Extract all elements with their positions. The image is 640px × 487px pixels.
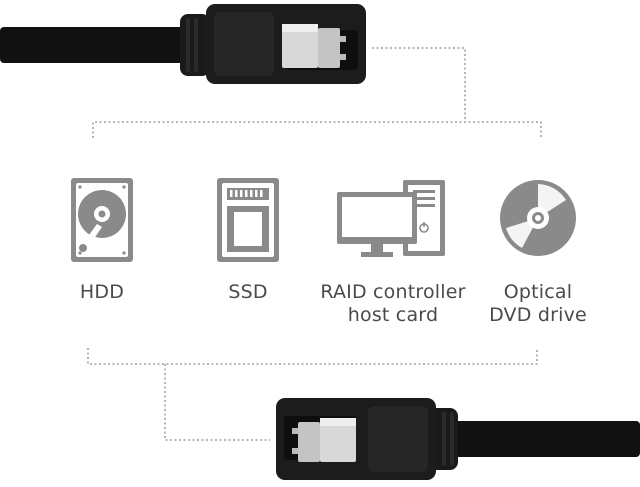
- hard-disk-drive-icon: [71, 178, 133, 262]
- top-latch-clip: [282, 24, 346, 68]
- hdd-label-line-1: HDD: [79, 281, 125, 303]
- desktop-computer-icon: [337, 180, 445, 257]
- hdd-label: HDD: [52, 281, 152, 304]
- ssd-label: SSD: [198, 281, 298, 304]
- ssd-label-line-1: SSD: [228, 281, 268, 303]
- raid-label-line-2: host card: [347, 304, 439, 326]
- optical-disc-icon: [500, 180, 576, 256]
- bottom-sata-cable: [276, 398, 640, 480]
- top-sata-cable: [0, 4, 366, 84]
- bottom-latch-clip: [292, 418, 356, 462]
- optical-label: Optical DVD drive: [478, 281, 598, 327]
- raid-label: RAID controller host card: [313, 281, 473, 327]
- optical-label-line-1: Optical: [503, 281, 573, 303]
- raid-label-line-1: RAID controller: [320, 281, 466, 303]
- solid-state-drive-icon: [217, 178, 279, 262]
- optical-label-line-2: DVD drive: [489, 304, 587, 326]
